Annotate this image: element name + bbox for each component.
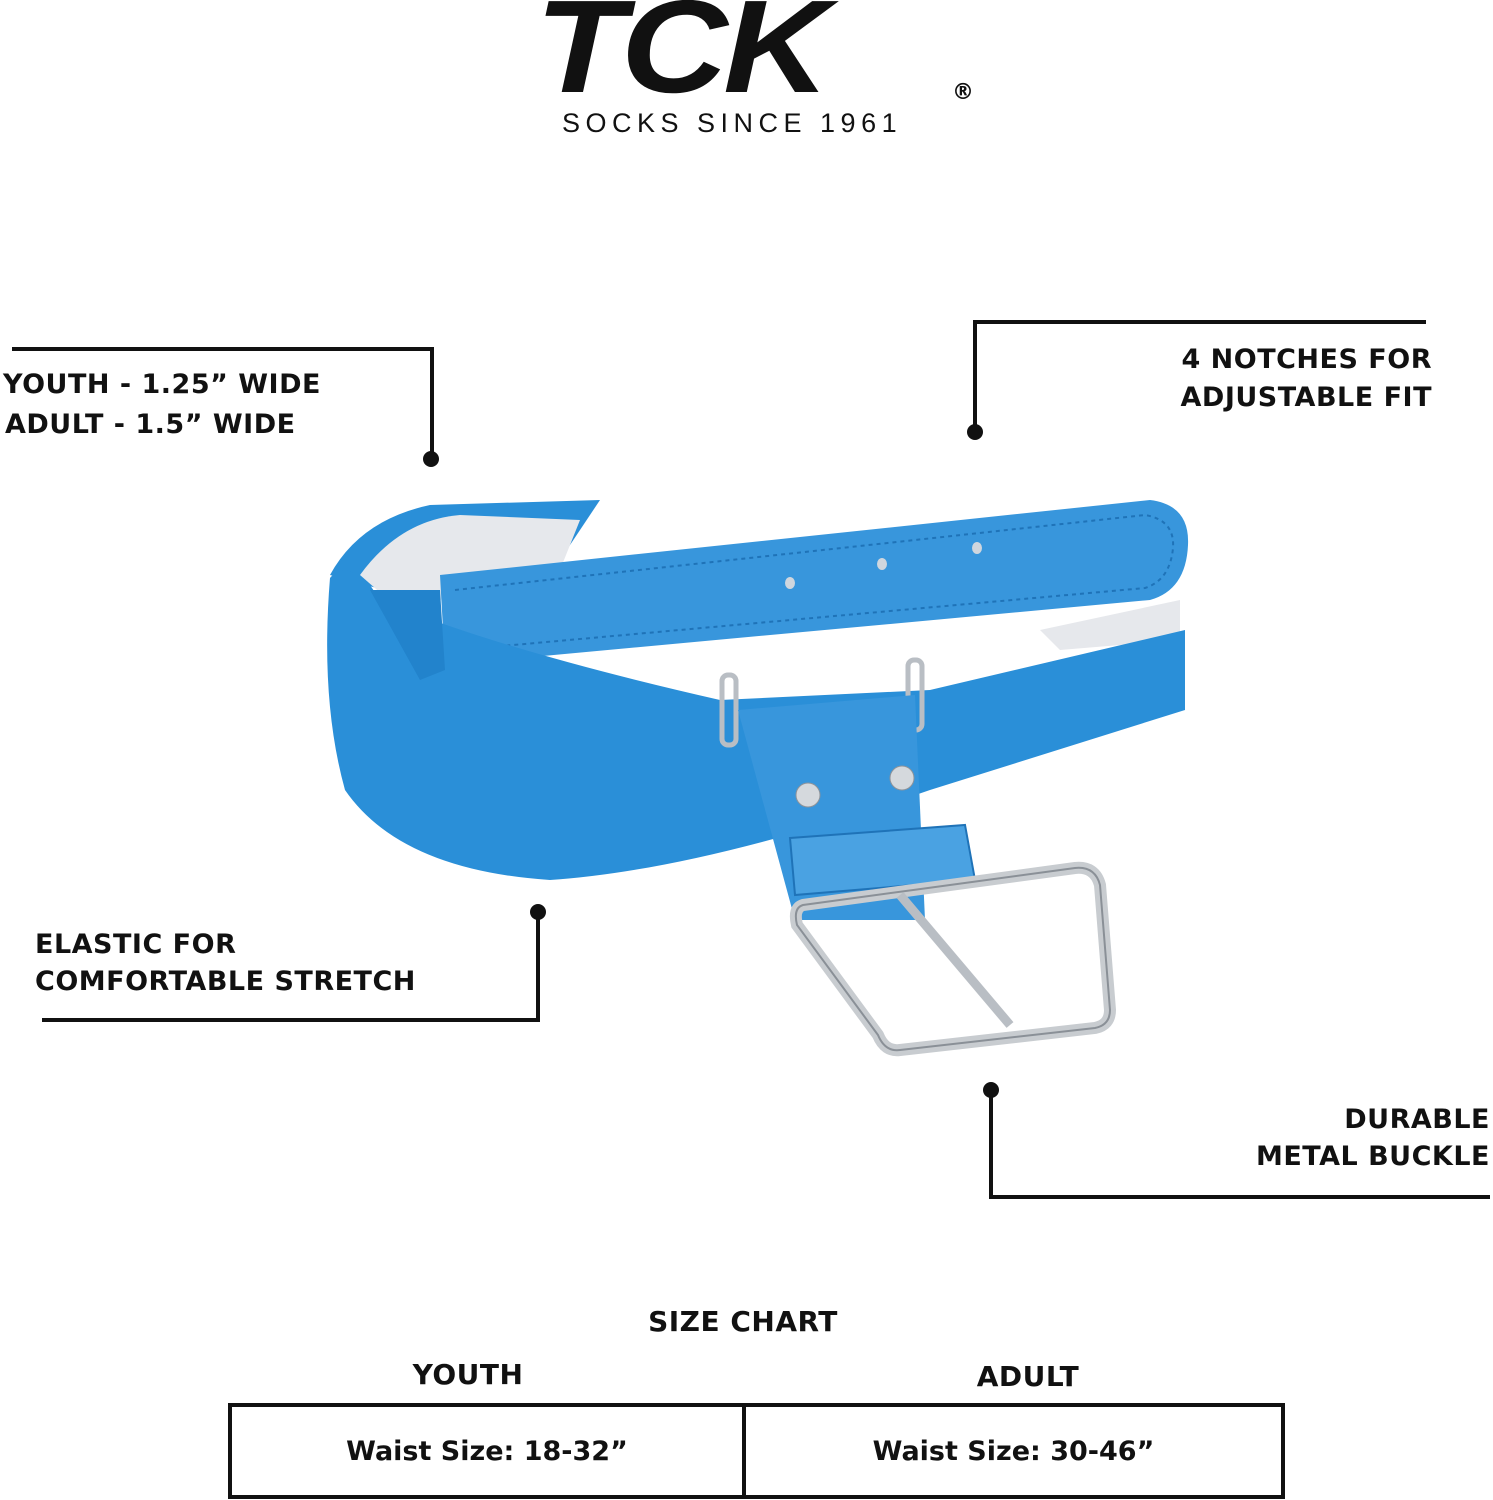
callout-dot-notches <box>967 424 983 440</box>
callout-width-adult: ADULT - 1.5” WIDE <box>5 409 296 440</box>
size-chart-header-youth: YOUTH <box>412 1358 524 1391</box>
callout-elastic-line1: ELASTIC FOR <box>35 929 237 960</box>
callout-line-elastic <box>42 1018 540 1022</box>
belt-back-band <box>330 500 600 610</box>
callout-notches-line2: ADJUSTABLE FIT <box>1180 382 1432 413</box>
callout-line-buckle-vertical <box>989 1088 993 1199</box>
belt-buckle-strap <box>719 657 977 920</box>
size-chart-cell-adult: Waist Size: 30-46” <box>872 1435 1155 1467</box>
size-chart-table: Waist Size: 18-32” Waist Size: 30-46” <box>228 1403 1285 1499</box>
metal-buckle <box>789 861 1117 1057</box>
belt-leather-tongue <box>440 500 1189 665</box>
callout-elastic-line2: COMFORTABLE STRETCH <box>35 966 416 997</box>
size-chart-title: SIZE CHART <box>648 1305 838 1338</box>
brand-logo: TCK <box>535 0 830 120</box>
registered-mark: ® <box>952 80 974 105</box>
callout-notches-line1: 4 NOTCHES FOR <box>1181 344 1432 375</box>
callout-line-width-vertical <box>430 347 434 459</box>
size-chart-cell-youth: Waist Size: 18-32” <box>232 1407 746 1495</box>
callout-line-notches <box>973 320 1426 324</box>
callout-line-elastic-vertical <box>536 910 540 1022</box>
callout-line-buckle <box>989 1195 1490 1199</box>
size-chart-header-adult: ADULT <box>976 1360 1080 1393</box>
callout-buckle-line1: DURABLE <box>1344 1104 1490 1135</box>
brand-tagline: SOCKS SINCE 1961 <box>562 108 903 138</box>
callout-width-youth: YOUTH - 1.25” WIDE <box>3 369 321 400</box>
callout-buckle-line2: METAL BUCKLE <box>1255 1141 1490 1172</box>
callout-line-notches-vertical <box>973 320 977 432</box>
callout-dot-width <box>423 451 439 467</box>
callout-line-width <box>12 347 434 351</box>
